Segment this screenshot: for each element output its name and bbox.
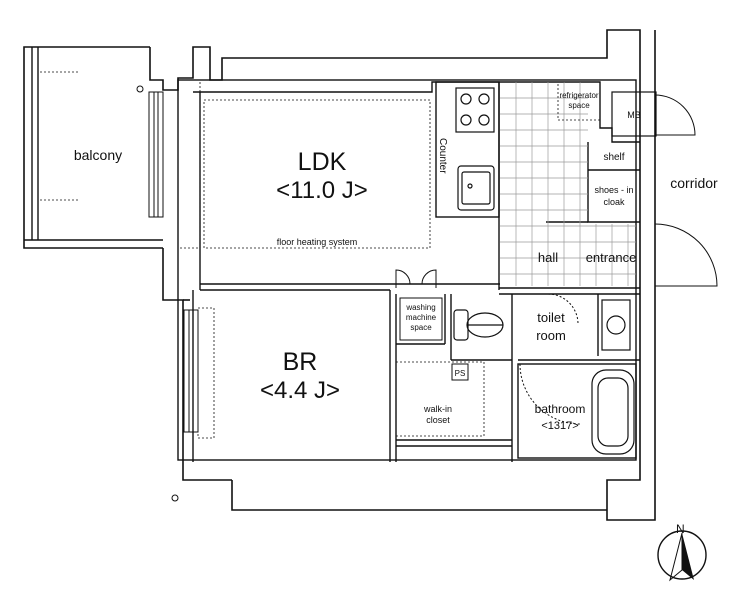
mb-box [611, 91, 657, 137]
stove-icon [455, 87, 495, 133]
ldk-size: <11.0 J> [276, 177, 368, 204]
toilet-icon [453, 309, 504, 341]
hall-label: hall [538, 250, 558, 265]
walkin-label-1: walk-in [423, 404, 452, 414]
counter-label: Counter [437, 138, 448, 174]
doors [395, 94, 718, 425]
shoes-cloak-label-1: shoes - in [594, 185, 633, 195]
north-compass: N [657, 522, 707, 582]
washing-machine-box [399, 297, 469, 381]
washbasin-icon [601, 299, 631, 351]
refrigerator-label-1: refrigerator [559, 91, 598, 100]
br-size: <4.4 J> [260, 377, 340, 404]
mb-label: MB [627, 110, 641, 120]
bathtub-icon [591, 369, 635, 455]
washing-label-2: machine [406, 313, 437, 322]
walkin-label-2: closet [426, 415, 450, 425]
interior-walls [24, 47, 640, 462]
refrigerator-label-2: space [568, 101, 590, 110]
bathroom-name: bathroom [535, 402, 586, 416]
windows [148, 91, 199, 433]
ps-label: PS [455, 369, 466, 378]
entrance-label: entrance [586, 250, 637, 265]
toilet-label-2: room [536, 328, 566, 343]
shoes-cloak-label-2: cloak [603, 197, 625, 207]
ldk-name: LDK [298, 148, 347, 176]
compass-label: N [676, 522, 685, 536]
washing-label-1: washing [405, 303, 435, 312]
dashed-outlines [40, 71, 601, 439]
room-labels: LDK <11.0 J> floor heating system BR <4.… [74, 91, 718, 432]
br-name: BR [283, 348, 318, 376]
bathroom-size: <1317> [541, 420, 578, 432]
corridor-label: corridor [670, 175, 718, 191]
sink-icon [457, 165, 495, 211]
exterior-walls [23, 29, 656, 521]
shelf-label: shelf [603, 152, 624, 163]
washing-label-3: space [410, 323, 432, 332]
toilet-label-1: toilet [537, 310, 565, 325]
floor-heating-label: floor heating system [277, 237, 358, 247]
structural-dots [136, 85, 179, 502]
kitchen-tile-grid [500, 82, 636, 286]
balcony-label: balcony [74, 147, 122, 163]
